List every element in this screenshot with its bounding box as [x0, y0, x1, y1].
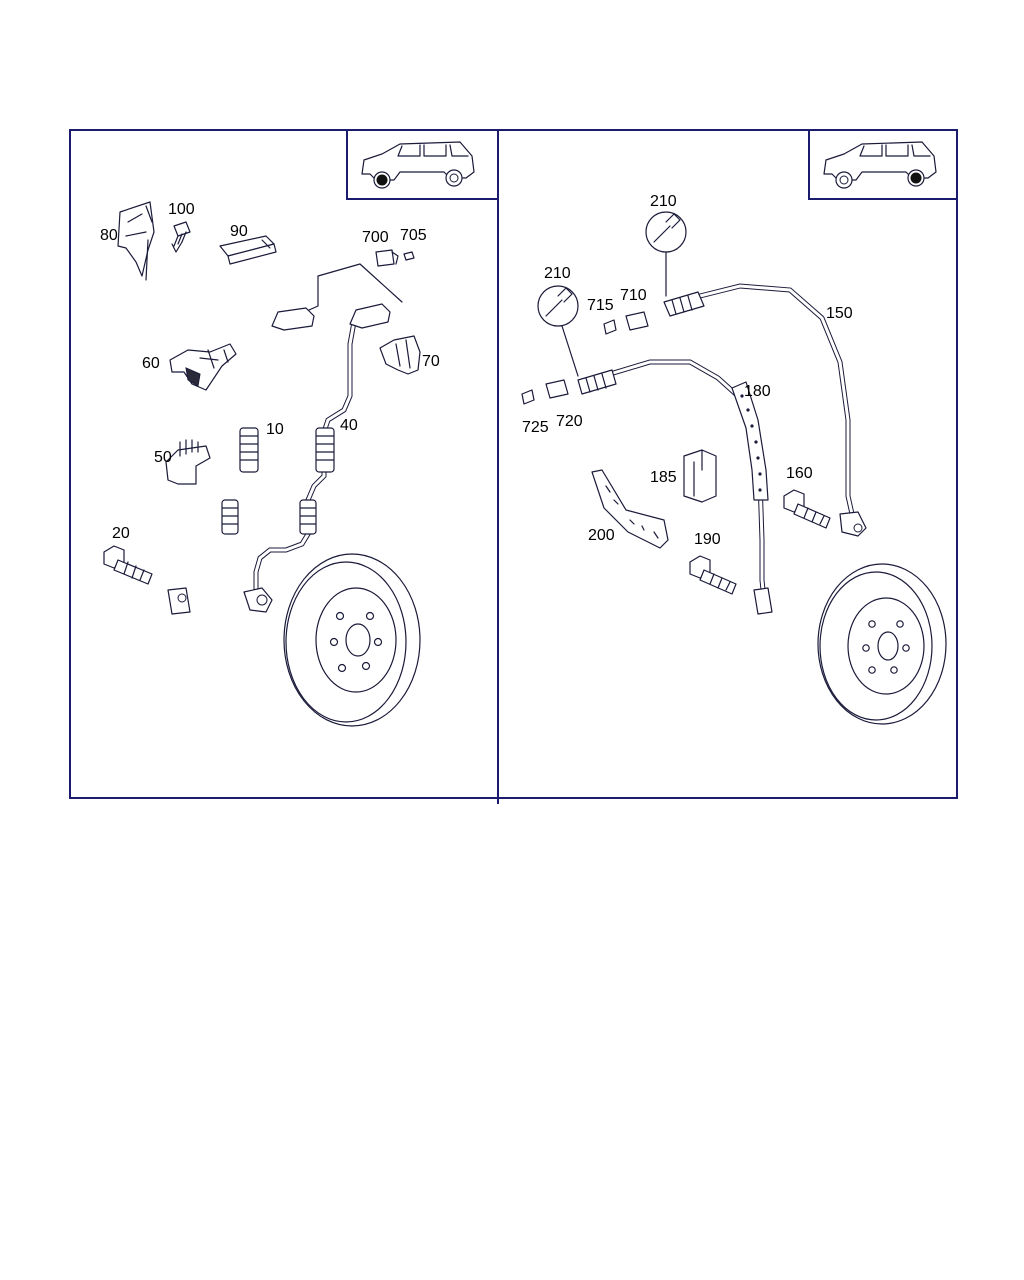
callout-80: 80	[100, 227, 118, 244]
front-vehicle-inset	[346, 130, 498, 200]
part-90-clip-drawing	[219, 235, 277, 265]
part-50-bracket-drawing	[165, 439, 211, 485]
part-710-connector-drawing	[625, 311, 649, 331]
part-160-bolt-drawing	[783, 489, 831, 529]
callout-715: 715	[587, 297, 614, 314]
leader-700	[299, 263, 403, 315]
callout-210-upper: 210	[650, 193, 677, 210]
front-brake-disc-drawing	[283, 553, 421, 727]
part-40-sensor-cable-drawing	[243, 303, 391, 613]
part-150-sensor-cable-drawing	[663, 283, 867, 537]
part-720-connector-drawing	[545, 379, 569, 399]
part-725-plug-drawing	[521, 389, 535, 405]
part-700-connector-drawing	[375, 249, 399, 267]
part-80-bracket-drawing	[117, 201, 155, 281]
part-715-plug-drawing	[603, 319, 617, 335]
callout-705: 705	[400, 227, 427, 244]
callout-185: 185	[650, 469, 677, 486]
callout-710: 710	[620, 287, 647, 304]
callout-40: 40	[340, 417, 358, 434]
callout-190: 190	[694, 531, 721, 548]
rear-brake-disc-drawing	[817, 563, 947, 725]
callout-20: 20	[112, 525, 130, 542]
part-200-rail-drawing	[591, 469, 669, 549]
callout-70: 70	[422, 353, 440, 370]
part-185-sleeve-drawing	[683, 449, 717, 503]
callout-210-lower: 210	[544, 265, 571, 282]
callout-200: 200	[588, 527, 615, 544]
part-180-sensor-cable-drawing	[577, 359, 773, 615]
suv-icon-rear	[823, 141, 937, 189]
part-70-clip-drawing	[379, 335, 421, 375]
callout-100: 100	[168, 201, 195, 218]
part-705-plug-drawing	[403, 251, 415, 261]
part-60-holder-drawing	[169, 343, 237, 391]
callout-700: 700	[362, 229, 389, 246]
rear-vehicle-inset	[808, 130, 957, 200]
part-10-sensor-cable-drawing	[167, 307, 315, 615]
callout-725: 725	[522, 419, 549, 436]
part-20-bolt-drawing	[103, 545, 153, 585]
suv-icon-front	[361, 141, 475, 189]
callout-10: 10	[266, 421, 284, 438]
part-100-screw-drawing	[171, 221, 191, 253]
callout-50: 50	[154, 449, 172, 466]
rear-panel-frame	[497, 129, 958, 799]
callout-150: 150	[826, 305, 853, 322]
callout-60: 60	[142, 355, 160, 372]
callout-90: 90	[230, 223, 248, 240]
callout-720: 720	[556, 413, 583, 430]
callout-160: 160	[786, 465, 813, 482]
part-190-bolt-drawing	[689, 555, 737, 595]
callout-180: 180	[744, 383, 771, 400]
wrench-icon	[645, 211, 687, 297]
wrench-icon	[537, 285, 579, 377]
